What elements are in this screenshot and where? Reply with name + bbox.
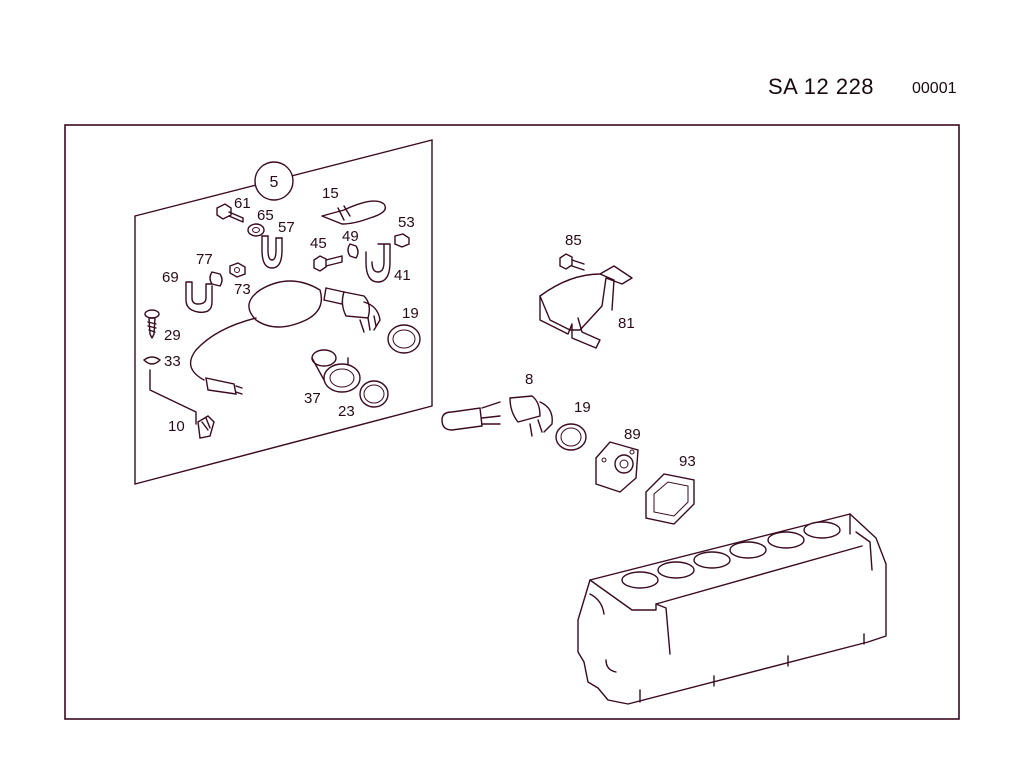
bracket-81[interactable] [539,265,633,349]
diagram-frame [64,124,960,720]
callout-33: 33 [164,353,181,370]
callout-61: 61 [234,195,251,212]
kit-panel [134,139,433,485]
clamp-57[interactable] [261,235,283,269]
callout-19a: 19 [402,305,419,322]
clip-49[interactable] [347,243,359,259]
callout-41: 41 [394,267,411,284]
seal-ring-23[interactable] [359,380,389,408]
sheet-number: 00001 [912,80,957,97]
callout-93: 93 [679,453,696,470]
cap-37[interactable] [311,349,361,393]
callout-85: 85 [565,232,582,249]
engine-block [577,513,887,705]
callout-65: 65 [257,207,274,224]
gasket-93[interactable] [645,473,695,525]
callout-19b: 19 [574,399,591,416]
group-callout-label: 5 [270,174,279,191]
callout-49: 49 [342,228,359,245]
callout-29: 29 [164,327,181,344]
document-header: SA 12 228 00001 [768,74,957,100]
flange-89[interactable] [595,441,639,493]
callout-81: 81 [618,315,635,332]
group-callout-circle [254,161,294,201]
clamp-41[interactable] [365,243,391,283]
bolt-85[interactable] [559,253,585,271]
callout-23: 23 [338,403,355,420]
screw-29[interactable] [144,309,160,339]
clamp-69[interactable] [185,281,213,313]
document-code: SA 12 228 [768,74,875,99]
nut-65[interactable] [247,223,265,237]
temperature-sender-wiring[interactable] [189,280,381,395]
bolt-45[interactable] [313,255,343,272]
callout-77: 77 [196,251,213,268]
bolt-61[interactable] [216,203,244,223]
callout-57: 57 [278,219,295,236]
clip-33[interactable] [142,356,197,425]
callout-8: 8 [525,371,533,388]
seal-ring-19a[interactable] [387,324,421,354]
seal-ring-19b[interactable] [555,423,587,451]
callout-37: 37 [304,390,321,407]
callout-15: 15 [322,185,339,202]
callout-45: 45 [310,235,327,252]
callout-73: 73 [234,281,251,298]
connector-10[interactable] [197,415,215,439]
callout-53: 53 [398,214,415,231]
nut-73[interactable] [229,262,246,278]
nut-77[interactable] [209,271,223,287]
callout-69: 69 [162,269,179,286]
callout-10: 10 [168,418,185,435]
sender-8[interactable] [441,395,553,437]
cable-tie-15[interactable] [321,200,387,225]
callout-89: 89 [624,426,641,443]
nut-53[interactable] [394,233,410,248]
